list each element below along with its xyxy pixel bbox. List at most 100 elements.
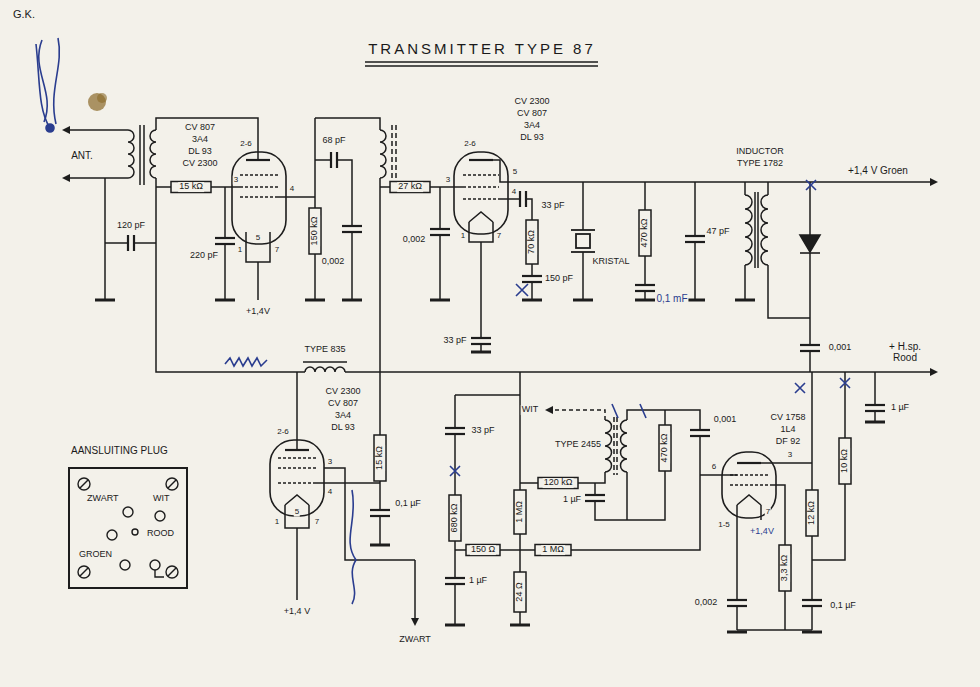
schematic-label: 1 µF <box>890 403 910 413</box>
tube-plate <box>469 159 493 161</box>
wire-colour: GROEN <box>78 550 113 560</box>
wire <box>520 549 535 551</box>
wire <box>70 118 930 630</box>
plug-drawing <box>107 530 117 540</box>
schematic-label: 6 <box>711 463 717 472</box>
capacitor-symbol <box>471 343 491 345</box>
ground-symbol <box>522 299 542 302</box>
plug-drawing <box>78 566 90 578</box>
wire <box>582 252 584 300</box>
wire <box>694 182 696 236</box>
tube-grid <box>240 186 278 187</box>
tube-grid <box>240 174 278 175</box>
wire <box>454 395 456 428</box>
tube-envelope <box>232 152 776 518</box>
capacitor-symbol <box>215 243 235 245</box>
wire <box>519 534 521 572</box>
schematic-label: 33 pF <box>540 201 565 211</box>
component-value: 470 kΩ <box>660 433 670 464</box>
wire <box>874 411 876 422</box>
ground-symbol <box>342 299 362 302</box>
ground-symbol <box>727 631 747 634</box>
component-value: 70 kΩ <box>527 229 537 255</box>
wire <box>156 186 171 188</box>
wire <box>595 501 627 520</box>
ground-symbol <box>802 631 822 634</box>
wire <box>736 606 738 630</box>
capacitor-symbol <box>802 599 822 601</box>
schematic-label: CV 807 <box>327 399 359 409</box>
schematic-label: +1,4V <box>245 307 271 317</box>
schematic-label: 2-6 <box>239 140 253 149</box>
pen-marks <box>516 284 528 296</box>
dashed-lead <box>553 410 605 420</box>
wire <box>531 264 533 276</box>
wire <box>761 462 812 464</box>
coil-symbol <box>305 367 345 372</box>
wire <box>455 549 466 551</box>
plug-drawing <box>80 480 88 488</box>
coil-symbol <box>605 420 612 472</box>
schematic-label: 1 <box>274 518 280 527</box>
ground-symbol <box>215 299 235 302</box>
wire <box>519 612 521 625</box>
tube-grid <box>240 196 278 197</box>
capacitor-symbol <box>445 427 465 429</box>
tube-grid <box>278 482 316 483</box>
plug-drawing <box>78 478 90 490</box>
plug-drawing <box>166 478 178 490</box>
ground-symbol <box>430 299 450 302</box>
arrow-head <box>62 126 938 626</box>
schematic-label: 220 pF <box>189 251 219 261</box>
schematic-label: 150 Ω <box>470 545 496 555</box>
capacitor-symbol <box>635 290 655 292</box>
wire <box>694 242 696 300</box>
component-value: 24 Ω <box>515 581 525 602</box>
coil-symbol <box>380 130 386 178</box>
plug-drawing <box>123 507 133 517</box>
tube-envelope <box>232 152 286 244</box>
schematic-label: CV 1758 <box>769 413 806 423</box>
schematic-label: +1,4V <box>749 527 775 537</box>
wire <box>257 262 259 300</box>
coil-core <box>754 192 756 268</box>
resistor-symbol <box>390 182 430 193</box>
resistor-symbol <box>526 220 538 264</box>
tube-grid <box>463 186 499 187</box>
wire <box>469 222 493 242</box>
wire <box>316 482 380 484</box>
schematic-label: 1 µF <box>562 495 582 505</box>
resistor-symbol <box>449 495 461 541</box>
plug-heading: AANSLUITING PLUG <box>70 445 169 456</box>
capacitor-symbol <box>430 228 450 230</box>
wire <box>811 536 813 600</box>
wire <box>737 629 812 631</box>
tube-grid <box>463 174 499 175</box>
ground-symbol <box>635 299 655 302</box>
schematic-label: 4 <box>289 185 295 194</box>
wire <box>744 265 746 300</box>
coil-core <box>757 192 759 268</box>
tube-envelope <box>454 152 508 234</box>
resistor-symbol <box>659 425 671 471</box>
tube-plate <box>285 449 309 451</box>
schematic-label: 1 µF <box>468 576 488 586</box>
schematic-label: 15 kΩ <box>178 182 204 192</box>
plug-drawing <box>80 568 88 576</box>
component-value: 12 kΩ <box>807 500 817 526</box>
pen-marks <box>350 490 356 604</box>
schematic-label: 0,002 <box>321 257 346 267</box>
schematic-label: 150 pF <box>544 274 574 284</box>
wire <box>70 177 128 179</box>
wire <box>744 182 746 195</box>
component-value: 150 kΩ <box>310 216 320 247</box>
crystal-symbol <box>571 229 595 231</box>
pen-marks <box>36 44 50 128</box>
capacitor-symbol <box>525 191 527 207</box>
wire <box>520 482 538 484</box>
schematic-label: 2-6 <box>463 140 477 149</box>
schematic-label: 3A4 <box>523 121 541 131</box>
schematic-label: 4 <box>511 188 517 197</box>
schematic-label: 1-5 <box>717 521 731 530</box>
plug-drawing <box>78 478 178 578</box>
